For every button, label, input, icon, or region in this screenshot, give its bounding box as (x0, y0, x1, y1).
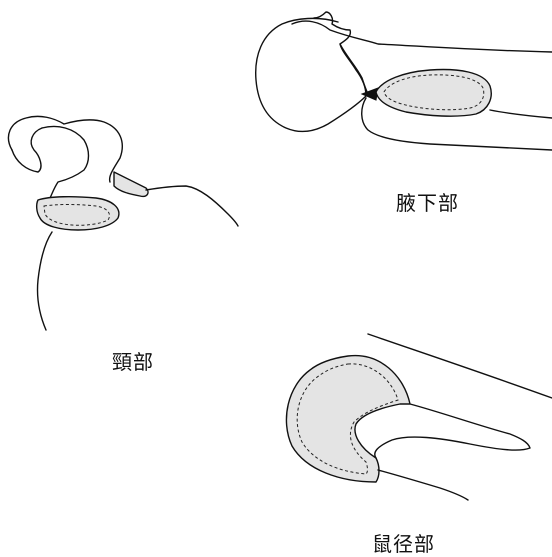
axilla-head-outline (256, 12, 366, 131)
axilla-torso-line (490, 110, 552, 118)
groin-figure (286, 334, 552, 500)
neck-body-outline (37, 232, 52, 330)
groin-leg-lower-line (378, 470, 468, 500)
groin-label: 鼠径部 (372, 528, 435, 557)
neck-shoulder-outline (146, 186, 238, 226)
neck-head-outline (8, 116, 122, 182)
groin-thigh (355, 404, 530, 458)
neck-label: 頸部 (112, 346, 154, 375)
axilla-arm-outline (292, 21, 552, 52)
axilla-figure (256, 12, 552, 150)
neck-shoulder-pad (114, 172, 148, 196)
neck-figure (8, 116, 238, 330)
axilla-label: 腋下部 (396, 187, 459, 216)
axilla-neck-outline (340, 44, 368, 94)
neck-ear-outline (12, 128, 42, 172)
neck-face-outline (42, 127, 89, 199)
